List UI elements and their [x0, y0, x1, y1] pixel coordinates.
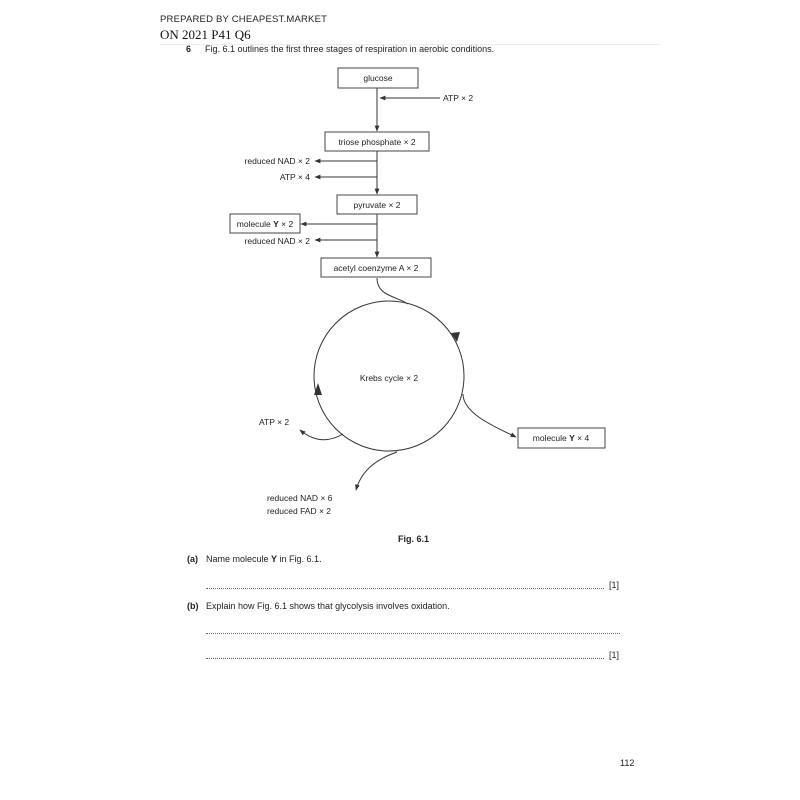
part-a-label: (a) [187, 554, 198, 564]
header-divider [160, 44, 660, 45]
figure-caption: Fig. 6.1 [398, 534, 430, 544]
pyruvate-box [336, 194, 418, 215]
krebs-arrowhead-left [314, 383, 322, 395]
reduced-nad-6-label: reduced NAD × 6 [267, 493, 333, 503]
part-b-mark: [1] [609, 650, 620, 660]
krebs-nad-fad-output [355, 451, 398, 491]
atp-krebs-label: ATP × 2 [259, 417, 289, 427]
reduced-nad-2-label: reduced NAD × 2 [245, 156, 311, 166]
acetyl-to-krebs-curve [376, 277, 409, 305]
reduced-fad-2-label: reduced FAD × 2 [267, 506, 331, 516]
glucose-box [337, 67, 419, 89]
pyruvate-label: pyruvate × 2 [353, 200, 400, 210]
question-number: 6 [186, 44, 192, 54]
molecule-y-4-box [517, 427, 606, 449]
paper-reference: ON 2021 P41 Q6 [160, 27, 251, 42]
molecule-y-2-label: molecule Y × 2 [237, 219, 294, 229]
part-b-answer-line-2[interactable] [206, 658, 604, 659]
reduced-nad-2b-label: reduced NAD × 2 [245, 236, 311, 246]
prepared-by-header: PREPARED BY CHEAPEST.MARKET [160, 14, 328, 25]
glucose-label: glucose [363, 73, 393, 83]
question-intro: Fig. 6.1 outlines the first three stages… [205, 44, 495, 54]
atp-input-label: ATP × 2 [443, 93, 473, 103]
acetyl-coa-label: acetyl coenzyme A × 2 [334, 263, 419, 273]
triose-phosphate-label: triose phosphate × 2 [338, 137, 416, 147]
part-a-mark: [1] [609, 580, 620, 590]
krebs-cycle-label: Krebs cycle × 2 [360, 373, 419, 383]
triose-phosphate-box [324, 131, 430, 152]
krebs-arrowhead-right [451, 332, 460, 342]
page-number: 112 [620, 758, 635, 768]
part-a-question: Name molecule Y in Fig. 6.1. [206, 554, 322, 564]
krebs-atp-output [299, 429, 344, 441]
krebs-cycle-circle [313, 300, 465, 452]
molecule-y-4-label: molecule Y × 4 [533, 433, 590, 443]
krebs-molecule-y-output [462, 393, 517, 438]
atp-4-label: ATP × 4 [280, 172, 310, 182]
part-b-label: (b) [187, 601, 199, 611]
part-b-answer-line-1[interactable] [206, 633, 620, 634]
part-b-question: Explain how Fig. 6.1 shows that glycolys… [206, 601, 450, 611]
part-a-answer-line[interactable] [206, 588, 604, 589]
acetyl-coa-box [320, 257, 432, 278]
molecule-y-2-box [229, 213, 301, 234]
